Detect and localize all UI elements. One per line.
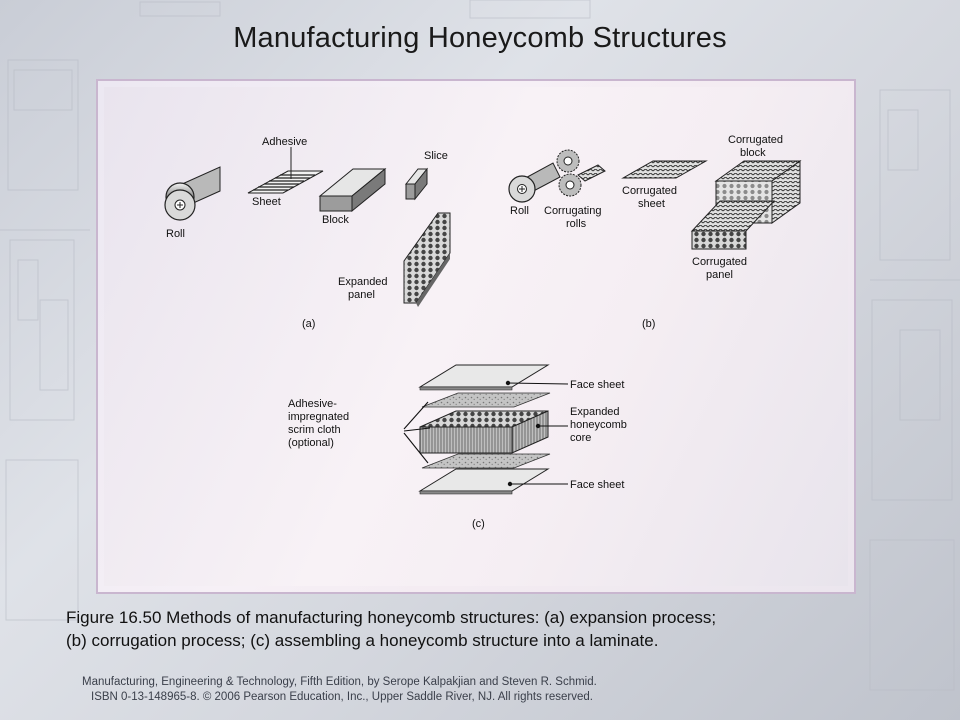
footer-line-1: Manufacturing, Engineering & Technology,… (82, 676, 597, 688)
honeycomb-figure: Roll Adhesive Sheet Block (164, 134, 802, 530)
scrim-label-3: scrim cloth (288, 424, 341, 436)
scrim-cloth-top-drawing (421, 392, 551, 408)
diagram-b-corrugation: Roll Corrugating rolls Corrugated sheet … (508, 134, 802, 330)
slice-label: Slice (424, 150, 448, 162)
roll-a-drawing (164, 166, 221, 221)
corrugated-sheet-label-2: sheet (638, 198, 665, 210)
scrim-label-1: Adhesive- (288, 398, 337, 410)
block-label: Block (322, 214, 349, 226)
slice-drawing (404, 167, 429, 201)
corrugated-panel-drawing (690, 200, 776, 250)
adhesive-a-label: Adhesive (262, 136, 307, 148)
expanded-panel-label-2: panel (348, 289, 375, 301)
corrugated-block-label-2: block (740, 147, 766, 159)
corrugated-block-label-1: Corrugated (728, 134, 783, 146)
core-label-3: core (570, 432, 591, 444)
scrim-label-4: (optional) (288, 437, 334, 449)
caption-line-2: (b) corrugation process; (c) assembling … (66, 631, 659, 650)
slide-title: Manufacturing Honeycomb Structures (233, 22, 727, 54)
core-label-2: honeycomb (570, 419, 627, 431)
roll-a-label: Roll (166, 228, 185, 240)
corrugated-panel-label-1: Corrugated (692, 256, 747, 268)
sheet-label: Sheet (252, 196, 281, 208)
leader-dots (505, 380, 541, 487)
face-sheet-top-drawing (418, 364, 550, 391)
sheet-drawing (247, 147, 324, 194)
corrugated-panel-label-2: panel (706, 269, 733, 281)
block-drawing (318, 167, 387, 213)
footer-line-2: ISBN 0-13-148965-8. © 2006 Pearson Educa… (91, 691, 593, 703)
face-sheet-bottom-drawing (418, 468, 550, 495)
expanded-panel-drawing (403, 212, 451, 307)
leader-lines (403, 382, 569, 485)
expanded-panel-label-1: Expanded (338, 276, 388, 288)
roll-b-drawing (508, 162, 561, 203)
corrugated-sheet-label-1: Corrugated (622, 185, 677, 197)
scrim-label-2: impregnated (288, 411, 349, 423)
corrugated-sheet-drawing (621, 160, 708, 179)
corrugating-rolls-label-1: Corrugating (544, 205, 601, 217)
figure-panel: Roll Adhesive Sheet Block (96, 79, 856, 594)
diagram-a-expansion: Roll Adhesive Sheet Block (164, 136, 451, 330)
core-label-1: Expanded (570, 406, 620, 418)
face-sheet-top-label: Face sheet (570, 379, 624, 391)
caption-line-1: Figure 16.50 Methods of manufacturing ho… (66, 608, 717, 627)
roll-b-label: Roll (510, 205, 529, 217)
copyright-footer: Manufacturing, Engineering & Technology,… (82, 675, 782, 705)
corrugating-rolls-drawing (556, 149, 606, 197)
figure-b-label: (b) (642, 318, 655, 330)
figure-a-label: (a) (302, 318, 315, 330)
face-sheet-bottom-label: Face sheet (570, 479, 624, 491)
figure-c-label: (c) (472, 518, 485, 530)
diagram-c-laminate: Face sheet Expanded honeycomb core Face … (288, 364, 627, 530)
figure-caption: Figure 16.50 Methods of manufacturing ho… (66, 606, 926, 652)
scrim-cloth-bottom-drawing (421, 453, 551, 469)
honeycomb-core-drawing (419, 410, 549, 454)
corrugating-rolls-label-2: rolls (566, 218, 587, 230)
